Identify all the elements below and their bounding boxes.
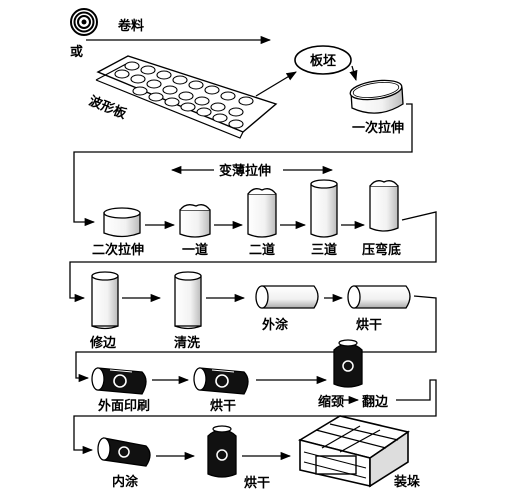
label-stage1: 一道 <box>182 242 208 258</box>
label-second-draw: 二次拉伸 <box>92 242 144 258</box>
label-outer-coat: 外涂 <box>261 317 289 333</box>
stage3-cup <box>310 179 338 238</box>
second-draw-cup <box>103 207 141 238</box>
stage2-cup <box>247 188 277 238</box>
blank-oval <box>294 45 352 75</box>
label-stage2: 二道 <box>249 242 275 258</box>
wash-can <box>174 271 202 330</box>
connector-row1-row2 <box>69 211 437 303</box>
connector-row3-row4 <box>73 379 437 455</box>
first-draw-cup <box>349 79 404 114</box>
dome-cup <box>369 180 399 232</box>
label-blank: 板坯 <box>310 53 336 69</box>
outer-coat-can <box>255 285 319 309</box>
label-first-draw: 一次拉伸 <box>352 120 404 136</box>
label-or: 或 <box>70 44 83 60</box>
label-flange: 翻边 <box>362 394 389 410</box>
dry1-can <box>347 285 411 309</box>
stage1-cup <box>179 204 211 238</box>
connector-row2-row3 <box>75 295 437 383</box>
print-can <box>91 367 147 395</box>
dry2-can <box>193 367 249 395</box>
label-wash: 清洗 <box>174 335 200 351</box>
arrow-sheet-to-blank <box>255 71 297 97</box>
label-inner-coat: 内涂 <box>112 474 139 490</box>
dry3-can <box>207 425 237 478</box>
label-neck: 缩颈 <box>318 394 344 410</box>
corrugated-sheet-icon <box>95 55 278 139</box>
arrow-blank-to-cup <box>349 65 358 81</box>
connector-row0-row1 <box>73 103 413 227</box>
label-dry3: 烘干 <box>244 475 270 491</box>
label-stage3: 三道 <box>311 242 337 258</box>
coil-icon <box>70 8 98 36</box>
pallet-icon <box>297 415 410 488</box>
label-dome: 压弯底 <box>362 242 401 258</box>
label-trim: 修边 <box>89 335 117 351</box>
label-ironing: 变薄拉伸 <box>219 163 271 179</box>
label-coil: 卷料 <box>118 18 144 34</box>
inner-coat-can <box>97 437 151 467</box>
label-print: 外面印刷 <box>97 398 150 414</box>
label-dry1: 烘干 <box>356 317 382 333</box>
label-pack: 装垛 <box>393 474 420 490</box>
trim-can <box>91 271 119 330</box>
neck-can <box>333 339 363 388</box>
label-dry2: 烘干 <box>210 398 236 414</box>
label-corrugated-sheet: 波形板 <box>87 93 130 123</box>
